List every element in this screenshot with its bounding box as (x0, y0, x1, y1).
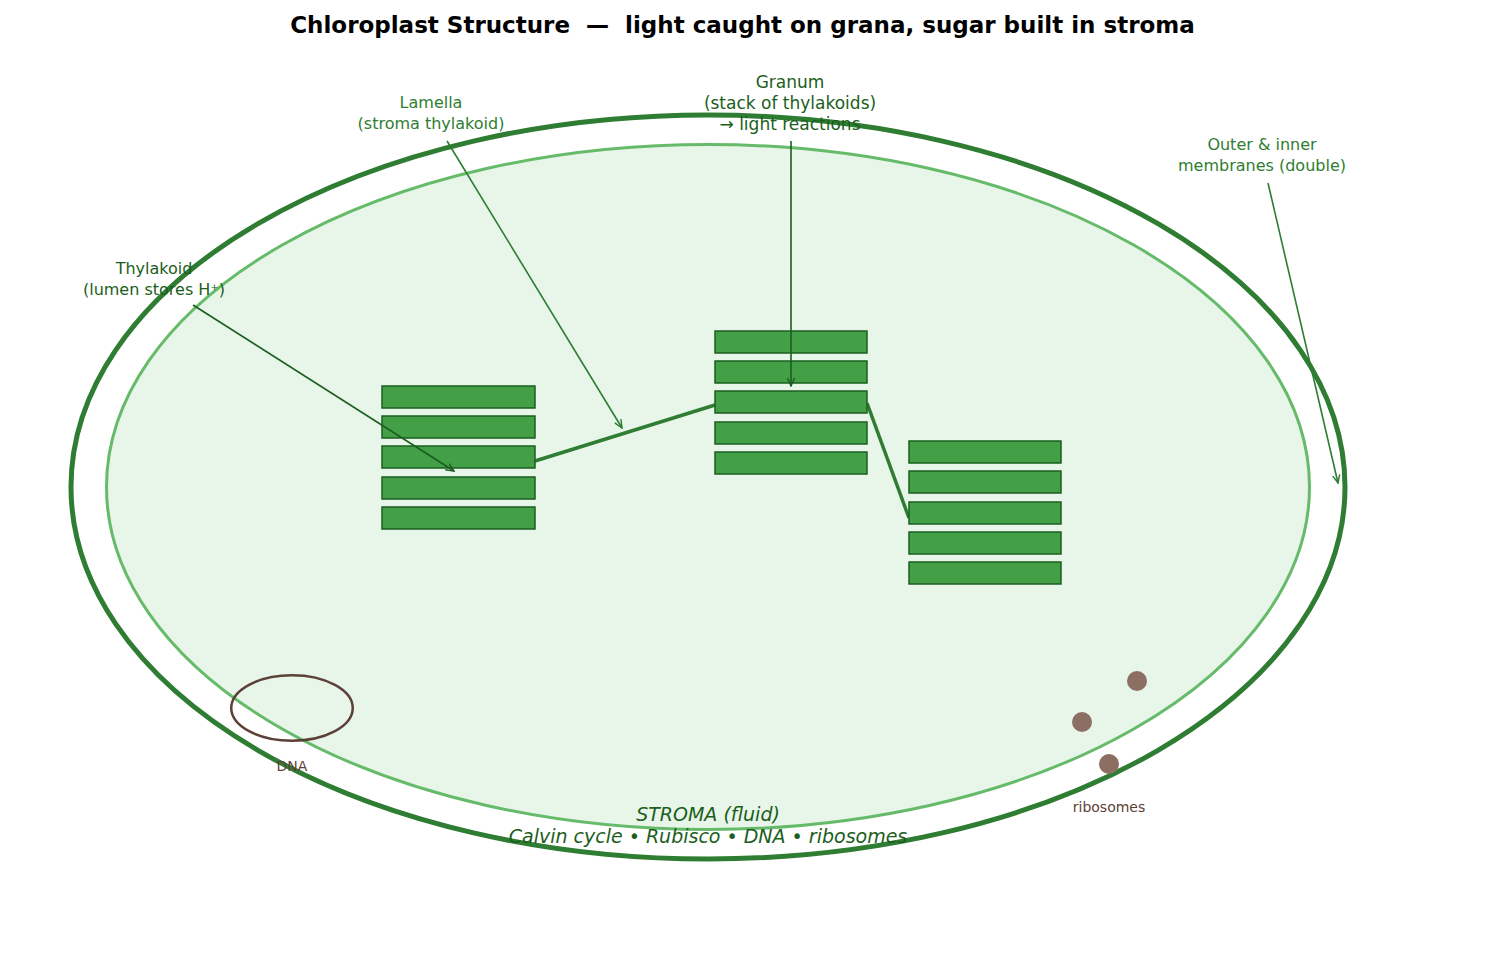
part-label: Thylakoid (lumen stores H⁺) (34, 258, 274, 300)
leader-arrow (790, 141, 792, 386)
lamella-line (535, 405, 715, 461)
thylakoid-disc (909, 502, 1061, 524)
thylakoid-disc (715, 331, 867, 353)
diagram-title: Chloroplast Structure — light caught on … (0, 12, 1485, 38)
node-ellipse (231, 675, 353, 741)
thylakoid-disc (715, 452, 867, 474)
leader-arrow (1268, 183, 1338, 483)
leader-arrow (193, 305, 454, 471)
part-label: Granum (stack of thylakoids) → light rea… (660, 72, 920, 135)
granum-stack (909, 441, 1061, 584)
thylakoid-disc (909, 532, 1061, 554)
thylakoid-disc (382, 446, 535, 468)
thylakoid-disc (909, 441, 1061, 463)
part-label: ribosomes (1039, 798, 1179, 816)
thylakoid-disc (382, 386, 535, 408)
lamella-line (867, 403, 909, 518)
ribosome-dot (1072, 712, 1092, 732)
granum-stack (382, 386, 535, 529)
outer-membrane (71, 115, 1345, 859)
node-ellipse (107, 145, 1310, 830)
thylakoid-disc (382, 507, 535, 529)
thylakoid-disc (382, 477, 535, 499)
dna-loop: DNA (230, 674, 354, 742)
node-text: Calvin cycle • Rubisco • DNA • ribosomes (105, 825, 1311, 848)
thylakoid-disc (382, 416, 535, 438)
leader-lines (193, 141, 1338, 483)
node-outline (230, 674, 354, 742)
thylakoid-disc (715, 422, 867, 444)
part-label: Outer & inner membranes (double) (1132, 134, 1392, 176)
lamellae (535, 403, 909, 518)
granum-stack (715, 331, 867, 474)
node-text: DNA (230, 758, 354, 775)
thylakoid-disc (909, 562, 1061, 584)
part-label: Lamella (stroma thylakoid) (311, 92, 551, 134)
stroma-region: STROMA (fluid)Calvin cycle • Rubisco • D… (105, 143, 1311, 831)
thylakoid-disc (715, 361, 867, 383)
leader-arrow (447, 141, 622, 428)
node-outline (105, 143, 1311, 831)
ribosome-dots (1072, 671, 1147, 774)
thylakoid-disc (715, 391, 867, 413)
ribosome-dot (1127, 671, 1147, 691)
thylakoid-disc (909, 471, 1061, 493)
ribosome-dot (1099, 754, 1119, 774)
